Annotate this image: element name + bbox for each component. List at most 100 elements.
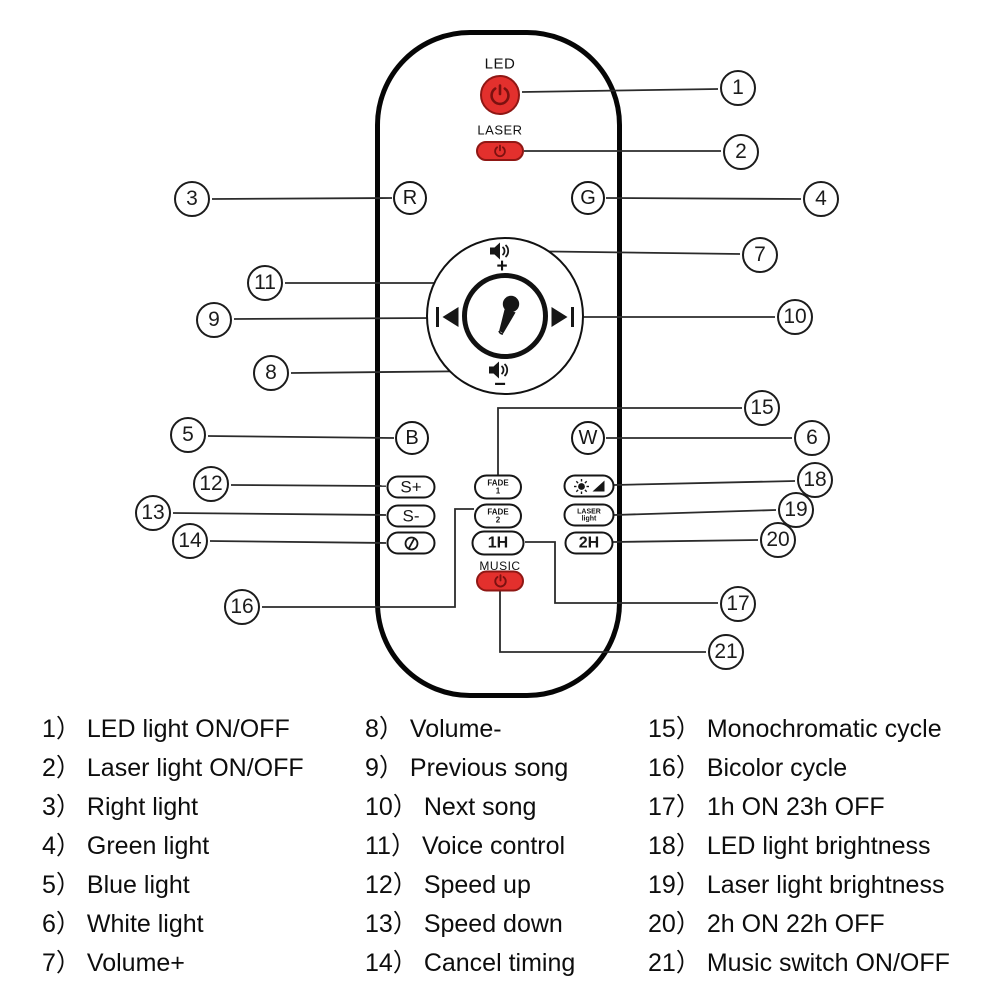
volume-up-speaker-icon (490, 242, 512, 260)
callout-line-4 (605, 197, 802, 200)
callout-line-5 (207, 435, 395, 439)
callout-line-19 (613, 509, 777, 516)
callout-6: 6 (794, 420, 830, 456)
legend-num: 6） (42, 910, 81, 938)
legend-label: Blue light (86, 871, 190, 899)
callout-4: 4 (803, 181, 839, 217)
fade2-button: FADE 2 (474, 503, 522, 529)
speed-down-button: S- (386, 504, 436, 528)
legend-column-1: 1）LED light ON/OFF 2）Laser light ON/OFF … (42, 710, 304, 983)
callout-line-1 (521, 88, 719, 93)
legend-label: LED light brightness (706, 832, 931, 860)
callout-17: 17 (720, 586, 756, 622)
callout-9: 9 (196, 302, 232, 338)
callout-8: 8 (253, 355, 289, 391)
legend-num: 17） (648, 793, 701, 821)
laser-light-label-top: LASER (577, 508, 601, 515)
power-icon (488, 83, 512, 107)
legend-num: 18） (648, 832, 701, 860)
laser-power-button (476, 141, 524, 161)
fade2-label: FADE (487, 507, 509, 516)
legend-column-3: 15）Monochromatic cycle 16）Bicolor cycle … (648, 710, 950, 983)
callout-11: 11 (247, 265, 283, 301)
callout-line-13 (172, 512, 387, 516)
callout-line-9 (233, 317, 437, 320)
legend-item-21: 21）Music switch ON/OFF (648, 944, 950, 983)
callout-line-3 (211, 197, 393, 200)
callout-line-16 (262, 508, 474, 608)
speed-up-button: S+ (386, 475, 436, 499)
callout-line-14 (209, 540, 387, 544)
legend-num: 11） (365, 832, 416, 860)
legend-num: 16） (648, 754, 701, 782)
music-button-label: MUSIC (479, 559, 521, 573)
callout-2: 2 (723, 134, 759, 170)
laser-button-label: LASER (477, 122, 523, 138)
callout-3: 3 (174, 181, 210, 217)
fade1-button: FADE 1 (474, 474, 522, 500)
legend-label: Previous song (409, 754, 569, 782)
legend-item-1: 1）LED light ON/OFF (42, 710, 304, 749)
legend-num: 13） (365, 910, 418, 938)
legend-item-7: 7）Volume+ (42, 944, 304, 983)
callout-line-20 (612, 539, 759, 543)
legend-label: LED light ON/OFF (86, 715, 290, 743)
green-light-button: G (571, 181, 605, 215)
legend-label: 1h ON 23h OFF (706, 793, 885, 821)
two-hour-button: 2H (564, 531, 614, 555)
legend-num: 10） (365, 793, 418, 821)
legend-label: Laser light ON/OFF (86, 754, 304, 782)
cancel-icon (403, 535, 419, 551)
legend-label: Speed up (423, 871, 531, 899)
previous-song-icon (436, 306, 461, 328)
legend-num: 3） (42, 793, 81, 821)
brightness-icon (573, 478, 605, 494)
volume-plus-label: + (496, 256, 508, 277)
callout-line-21 (499, 591, 706, 653)
callout-18: 18 (797, 462, 833, 498)
callout-7: 7 (742, 237, 778, 273)
callout-12: 12 (193, 466, 229, 502)
callout-1: 1 (720, 70, 756, 106)
legend-label: White light (86, 910, 204, 938)
one-hour-button: 1H (471, 530, 525, 556)
legend-num: 5） (42, 871, 81, 899)
callout-14: 14 (172, 523, 208, 559)
legend-item-9: 9）Previous song (365, 749, 575, 788)
legend-label: Music switch ON/OFF (706, 949, 950, 977)
legend-item-15: 15）Monochromatic cycle (648, 710, 950, 749)
legend-num: 8） (365, 715, 404, 743)
legend-num: 1） (42, 715, 81, 743)
legend-num: 9） (365, 754, 404, 782)
legend-item-4: 4）Green light (42, 827, 304, 866)
legend-column-2: 8）Volume- 9）Previous song 10）Next song 1… (365, 710, 575, 983)
led-power-button (480, 75, 520, 115)
legend-num: 19） (648, 871, 701, 899)
fade2-number: 2 (495, 515, 501, 524)
callout-line-15 (497, 407, 742, 475)
legend-item-3: 3）Right light (42, 788, 304, 827)
callout-10: 10 (777, 299, 813, 335)
legend-label: Cancel timing (423, 949, 576, 977)
legend-label: Laser light brightness (706, 871, 945, 899)
legend-item-11: 11）Voice control (365, 827, 575, 866)
legend-item-10: 10）Next song (365, 788, 575, 827)
legend-num: 4） (42, 832, 81, 860)
fade1-label: FADE (487, 478, 509, 487)
callout-20: 20 (760, 522, 796, 558)
legend-num: 21） (648, 949, 701, 977)
legend-num: 7） (42, 949, 81, 977)
legend-item-12: 12）Speed up (365, 866, 575, 905)
volume-minus-label: − (494, 373, 506, 396)
callout-line-18 (613, 480, 796, 486)
music-power-button (476, 570, 524, 592)
legend-item-14: 14）Cancel timing (365, 944, 575, 983)
legend-label: Green light (86, 832, 210, 860)
red-light-button: R (393, 181, 427, 215)
legend-item-13: 13）Speed down (365, 905, 575, 944)
legend-label: Bicolor cycle (706, 754, 848, 782)
laser-light-label-bottom: light (581, 515, 597, 522)
legend-label: Next song (423, 793, 537, 821)
